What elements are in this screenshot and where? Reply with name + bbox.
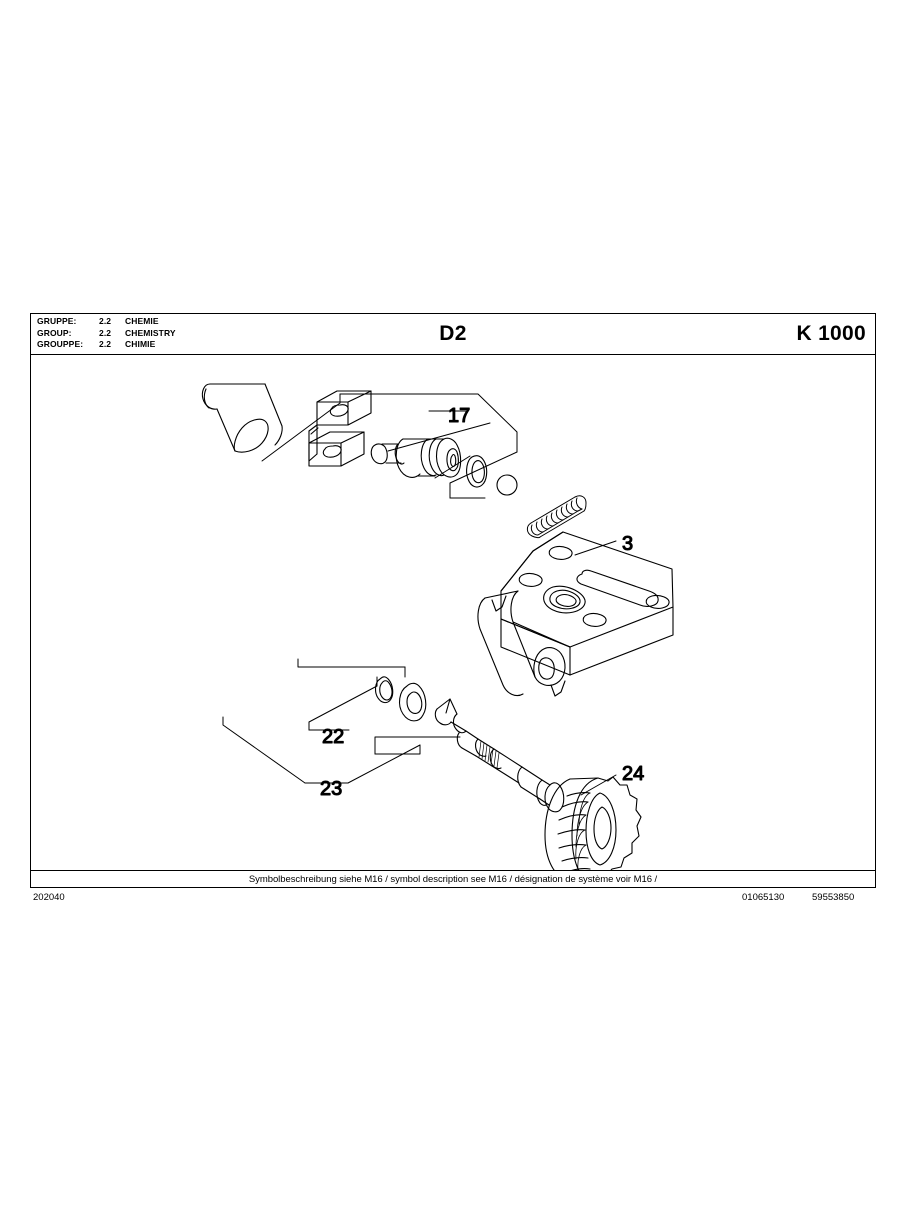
part-needle-valve-shaft bbox=[434, 698, 565, 813]
part-fluted-knob-cap bbox=[544, 776, 642, 870]
group-row-en: GROUP: 2.2 CHEMISTRY bbox=[37, 328, 176, 340]
group-name-en: CHEMISTRY bbox=[125, 327, 176, 338]
page-title: D2 bbox=[439, 322, 467, 345]
model-title: K 1000 bbox=[796, 322, 866, 345]
part-valve-body-block bbox=[477, 531, 674, 697]
group-number-de: 2.2 bbox=[99, 316, 112, 326]
callout-label-3: 3 bbox=[622, 533, 633, 555]
drawing-frame bbox=[30, 313, 876, 888]
sheet-code-right: 59553850 bbox=[812, 892, 855, 903]
knob-gear-teeth bbox=[571, 776, 642, 870]
group-name-de: CHEMIE bbox=[125, 316, 159, 326]
part-o-ring bbox=[466, 455, 488, 488]
part-valve-piston bbox=[370, 437, 462, 478]
group-lang-en: GROUP: bbox=[37, 327, 72, 338]
callout-label-22: 22 bbox=[322, 726, 344, 748]
symbol-description-band: Symbolbeschreibung siehe M16 / symbol de… bbox=[30, 870, 876, 888]
group-number-fr: 2.2 bbox=[99, 339, 112, 350]
group-number-en: 2.2 bbox=[99, 327, 112, 338]
callout-label-24: 24 bbox=[622, 763, 644, 785]
part-check-ball bbox=[496, 474, 518, 496]
callout-17-leader bbox=[261, 393, 518, 499]
part-coil-spring bbox=[526, 495, 587, 539]
group-row-fr: GROUPPE: 2.2 CHIMIE bbox=[37, 339, 176, 351]
part-small-o-ring bbox=[375, 676, 394, 704]
part-cylindrical-sleeve bbox=[201, 383, 283, 453]
exploded-parts-drawing: 17 bbox=[201, 383, 674, 870]
callout-label-23: 23 bbox=[320, 778, 342, 800]
callout-24-leader bbox=[580, 774, 617, 796]
group-lang-fr: GROUPPE: bbox=[37, 339, 84, 350]
part-mounting-bracket bbox=[308, 390, 372, 467]
group-name-fr: CHIMIE bbox=[125, 339, 156, 350]
part-sealing-washer bbox=[398, 682, 427, 722]
group-row-de: GRUPPE: 2.2 CHEMIE bbox=[37, 316, 176, 328]
group-lang-de: GRUPPE: bbox=[37, 316, 77, 326]
symbol-description-text: Symbolbeschreibung siehe M16 / symbol de… bbox=[248, 874, 658, 885]
callout-3-leader bbox=[574, 540, 617, 556]
sheet-code-middle: 01065130 bbox=[742, 892, 785, 903]
sheet-code-left: 202040 bbox=[33, 892, 65, 903]
callout-23-leader bbox=[222, 716, 461, 784]
callout-22-leader bbox=[297, 658, 406, 731]
callout-label-17: 17 bbox=[448, 405, 470, 427]
